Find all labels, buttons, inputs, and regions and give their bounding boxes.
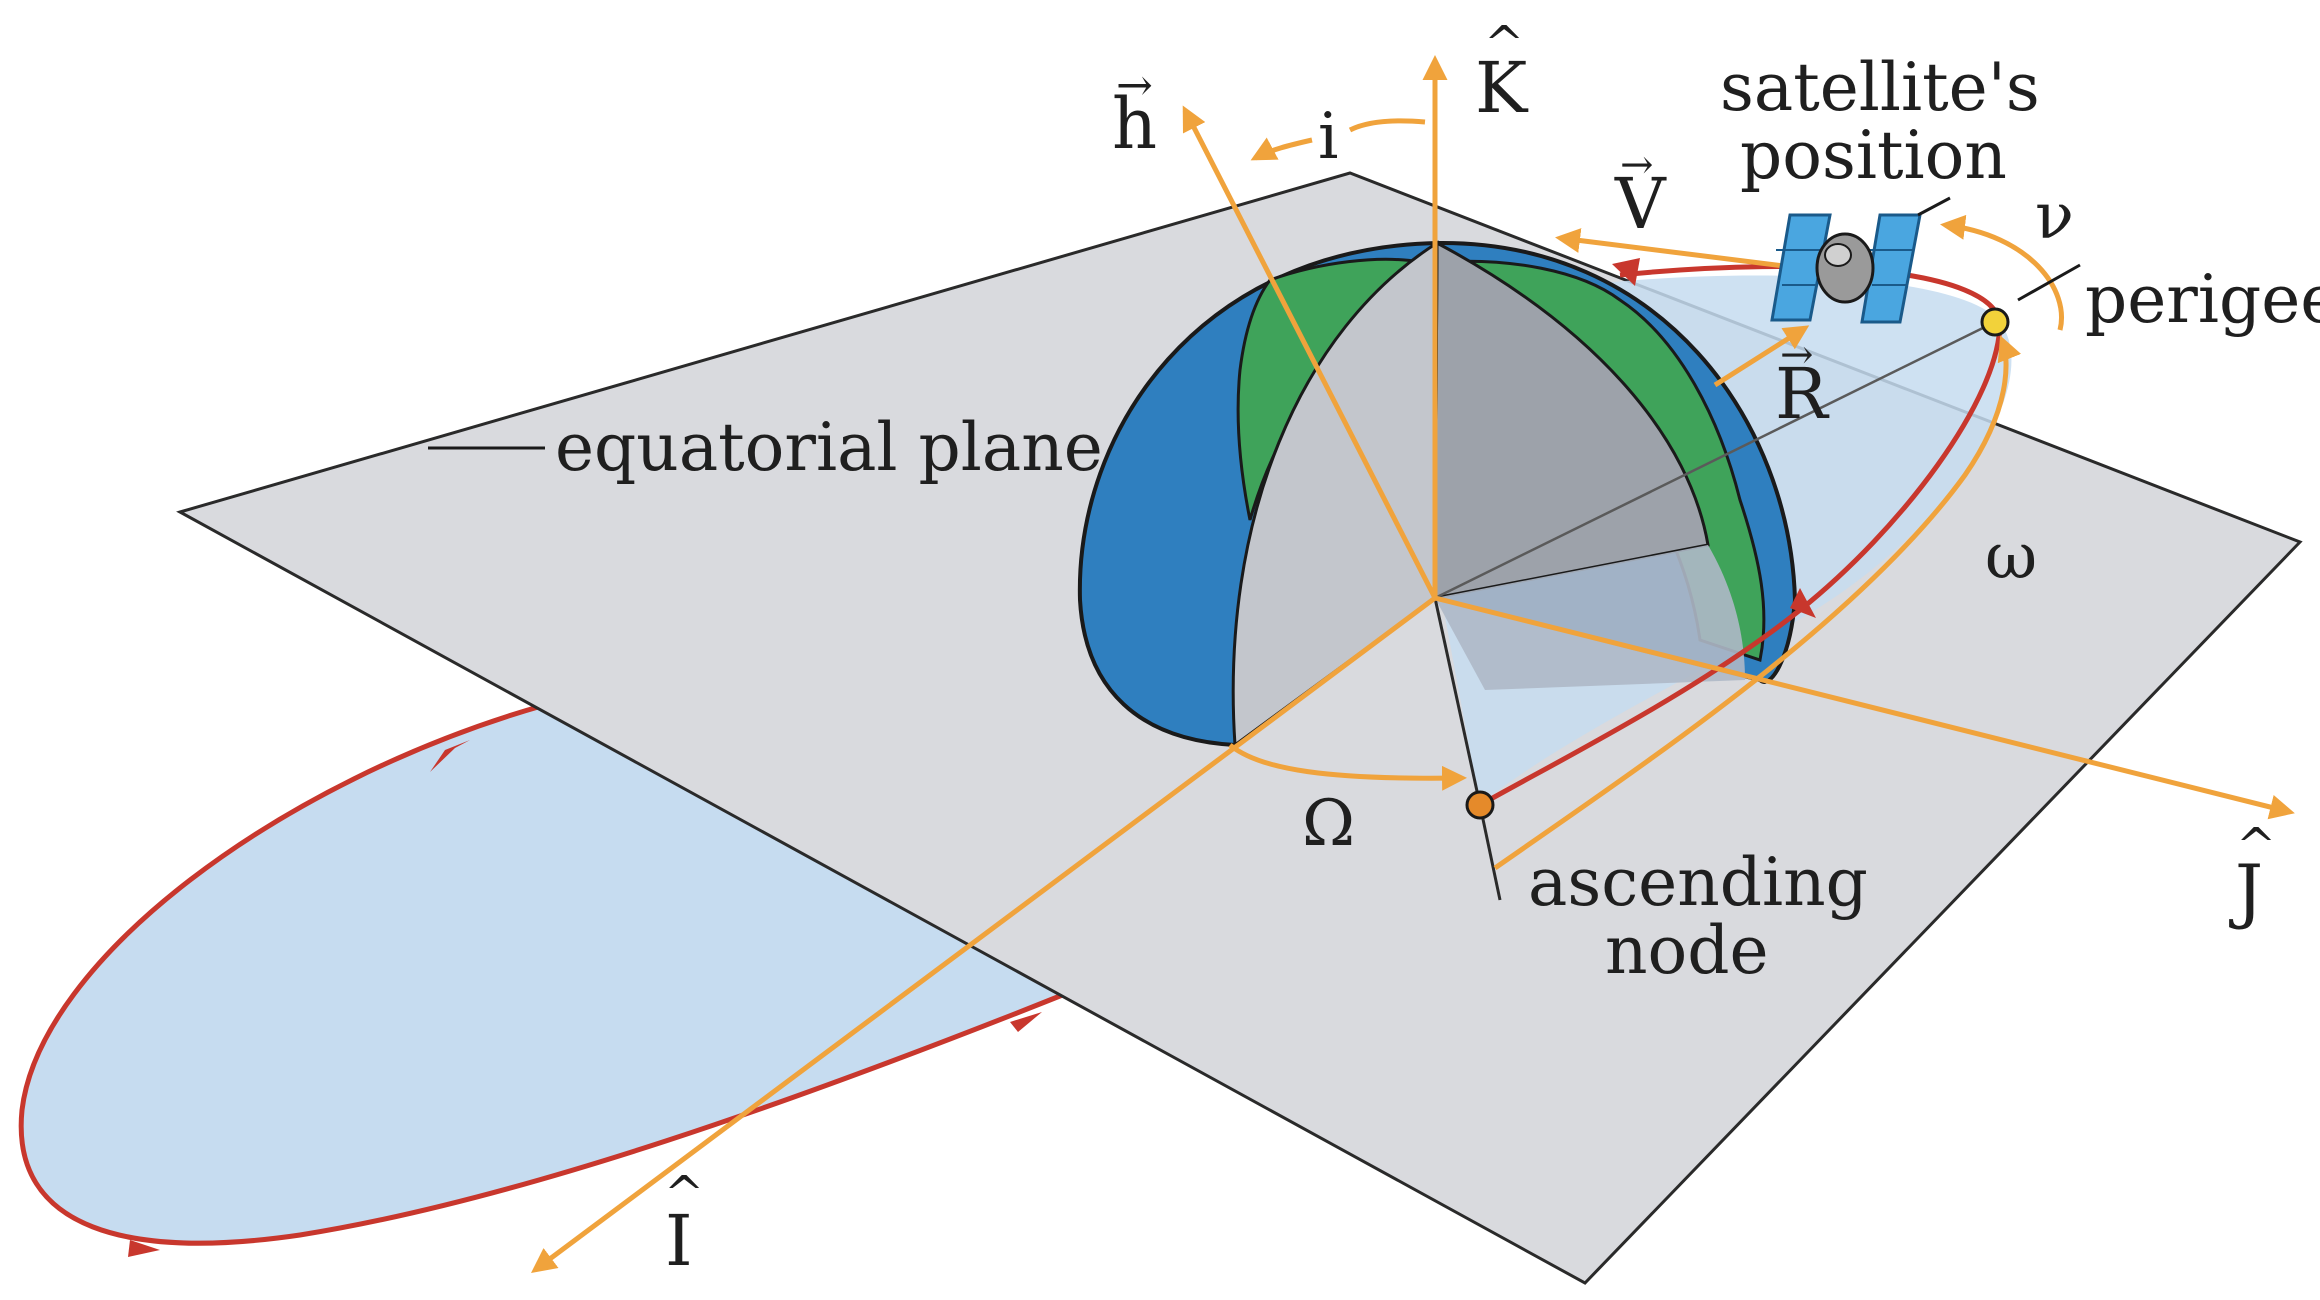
axis-I-hat: ^: [664, 1166, 704, 1222]
perigee-label: perigee: [2085, 261, 2320, 338]
axis-I: [530, 595, 1437, 1273]
axis-h-label: h: [1112, 83, 1157, 165]
ascending-node-label-line1: ascending: [1528, 844, 1868, 921]
axis-J: [1434, 595, 2295, 820]
satellite-label-leader: [1917, 196, 1951, 217]
orbit-lower-part: [18, 702, 1076, 1257]
axis-K-hat: ^: [1484, 16, 1524, 72]
axis-I-label: I: [665, 1200, 693, 1282]
angle-nu-label: ν: [2035, 180, 2074, 254]
angle-omega-label: ω: [1985, 520, 2037, 594]
axis-J-hat: ^: [2236, 818, 2276, 874]
vector-R-arrow-mark: →: [1780, 332, 1814, 378]
vector-V-arrow-mark: →: [1620, 142, 1654, 188]
line-to-perigee: [1434, 320, 1996, 600]
ascending-node-marker: [1465, 790, 1495, 820]
satellite-label-line1: satellite's: [1720, 49, 2040, 126]
vector-V: [1555, 228, 1801, 271]
solar-panel-left: [1770, 213, 1832, 322]
axis-h-vector-mark: →: [1116, 60, 1153, 111]
axis-K-label: K: [1475, 47, 1529, 129]
ascending-node-label-line2: node: [1605, 912, 1769, 989]
arc-omega: [1493, 335, 2022, 871]
arc-i-2: [1250, 137, 1313, 161]
axes: [530, 55, 2295, 1273]
angle-arcs: [1228, 118, 2064, 871]
node-label-leader: [1478, 804, 1502, 901]
perigee-marker: [1980, 307, 2010, 337]
arc-Omega: [1228, 743, 1467, 791]
orbit-direction-arrow-5: [1612, 258, 1640, 286]
vector-R-label: R: [1775, 353, 1830, 435]
arc-nu: [1940, 214, 2064, 331]
angle-i-label: i: [1318, 100, 1338, 174]
earth-cutaway-section: [1433, 240, 1710, 600]
satellite-icon: [1770, 213, 1922, 324]
arc-i: [1348, 118, 1426, 133]
vector-R: [1713, 325, 1810, 388]
equatorial-plane-label: equatorial plane: [555, 409, 1103, 486]
satellite-body: [1815, 232, 1875, 304]
orbit-direction-arrow-2: [128, 1240, 160, 1257]
orbit-direction-arrow-4: [1790, 588, 1816, 618]
earth-cutaway-front: [1231, 240, 1439, 748]
angle-Omega-label: Ω: [1302, 787, 1355, 861]
line-of-nodes: [1433, 597, 1482, 806]
vector-V-label: V: [1614, 163, 1667, 245]
satellite-label-line2: position: [1740, 117, 2007, 194]
orbit-direction-arrow-3: [1010, 1012, 1042, 1032]
axis-J-label: J: [2229, 850, 2263, 932]
perigee-label-leader: [2017, 263, 2081, 302]
axis-h: [1182, 105, 1438, 600]
